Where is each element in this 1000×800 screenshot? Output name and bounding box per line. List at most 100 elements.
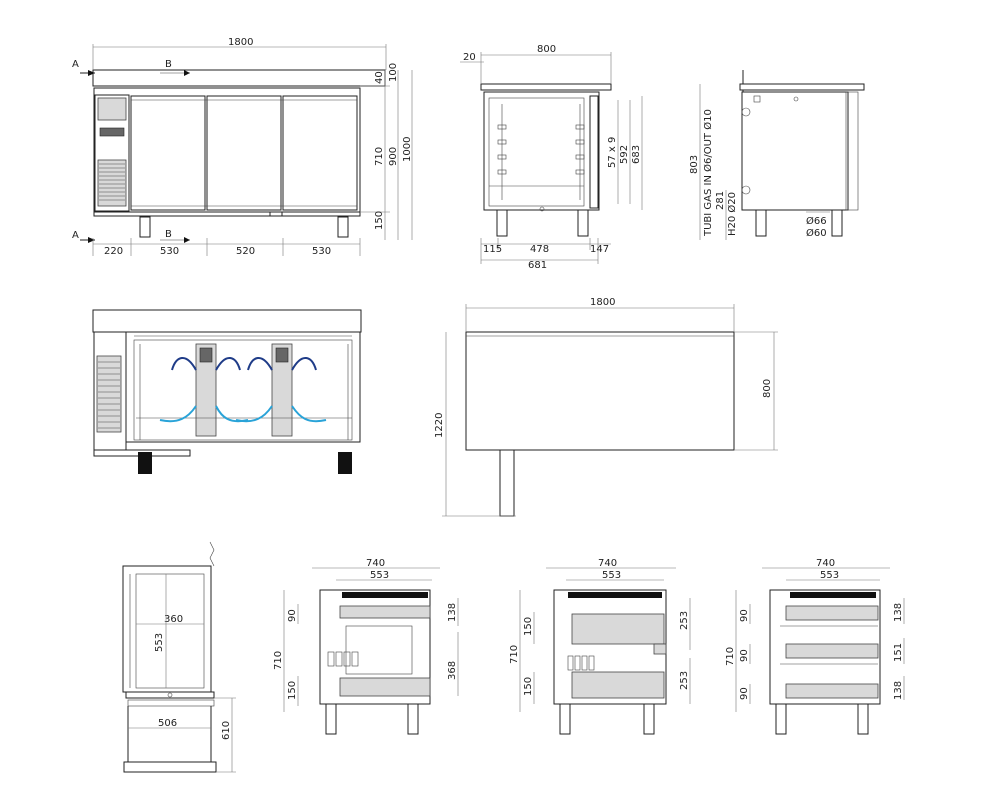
drawer-view-3: 740 553 710 90 90 90 138 151 138: [725, 558, 905, 735]
dv3-gap-2: 90: [739, 649, 750, 662]
front-plinth: [93, 211, 361, 217]
top-view-door-open: [499, 449, 515, 517]
section-marker-a-top: A: [72, 59, 79, 70]
front-control-panel: [99, 127, 125, 137]
dv3-drawer-c: 138: [893, 681, 904, 700]
dv1-top-gap: 90: [287, 609, 298, 622]
front-dim-710: 710: [374, 147, 385, 166]
dv2-top-gap: 150: [523, 617, 534, 636]
front-leg-2: [337, 216, 349, 238]
dv3-outer-width: 740: [816, 558, 835, 569]
front-bottom-220: 220: [104, 246, 123, 257]
connections-view: 803 TUBI GAS IN Ø6/OUT Ø10 281 H20 Ø20 Ø…: [689, 70, 865, 240]
side-bottom-478: 478: [530, 244, 549, 255]
water-connection-icon: [741, 185, 751, 195]
dv2-height: 710: [509, 645, 520, 664]
front-door-3: [282, 95, 358, 211]
dv3-inner-width: 553: [820, 570, 839, 581]
dv2-drawer-top: [571, 613, 665, 645]
airflow-vent: [96, 355, 122, 433]
side-dim-683: 683: [631, 145, 642, 164]
side-section-view: 800 20 57 x 9 592 683 115 478 147 681: [460, 44, 643, 271]
front-bottom-520: 520: [236, 246, 255, 257]
dv3-gap-1: 90: [739, 609, 750, 622]
rear-worktop: [739, 83, 865, 91]
dv3-leg-1: [775, 703, 787, 735]
rear-gas-label: TUBI GAS IN Ø6/OUT Ø10: [702, 109, 714, 237]
dv1-leg-1: [325, 703, 337, 735]
airflow-leg-2: [338, 452, 352, 474]
dv2-outer-width: 740: [598, 558, 617, 569]
top-view-worktop: [465, 331, 735, 451]
dv3-gap-3: 90: [739, 687, 750, 700]
evaporator-fan-1: [199, 347, 213, 363]
dv2-top-gasket: [568, 592, 662, 598]
side-leg-2: [577, 209, 589, 237]
side-bottom-115: 115: [483, 244, 502, 255]
side-interior: [488, 97, 585, 207]
front-dim-40: 40: [374, 71, 385, 84]
rear-dim-281: 281: [715, 191, 726, 210]
rear-dim-803: 803: [689, 155, 700, 174]
side-shelf-rails: [489, 104, 585, 200]
door-body: [122, 565, 212, 693]
dv2-inner-width: 553: [602, 570, 621, 581]
dv1-top-gasket: [342, 592, 428, 598]
dv3-drawer-b: 151: [893, 643, 904, 662]
dv1-drawer-368: 368: [447, 661, 458, 680]
side-leg-1: [496, 209, 508, 237]
front-vent-lines: [99, 163, 125, 201]
rear-leg-2: [831, 209, 843, 237]
dv3-drawer-a: 138: [893, 603, 904, 622]
top-view-width: 1800: [590, 297, 615, 308]
dv2-leg-2: [643, 703, 655, 735]
door-view: 360 553 506 610: [122, 541, 236, 773]
door-drawer-506: 506: [158, 718, 177, 729]
drawer-view-1: 740 553 710 90 150 138 368: [273, 558, 459, 735]
rear-leg-1: [755, 209, 767, 237]
side-door: [589, 95, 599, 209]
side-worktop: [480, 83, 612, 91]
rear-door-edge: [845, 91, 859, 211]
dv3-leg-2: [857, 703, 869, 735]
side-bottom-681: 681: [528, 260, 547, 271]
front-door-1: [130, 95, 206, 211]
door-width-360: 360: [164, 614, 183, 625]
front-leg-1: [139, 216, 151, 238]
door-inner: [135, 573, 205, 689]
dv2-leg-1: [559, 703, 571, 735]
side-dim-592: 592: [619, 145, 630, 164]
door-base: [123, 761, 217, 773]
door-drawer-610: 610: [221, 721, 232, 740]
top-view-total: 1220: [434, 413, 445, 438]
drawer-view-2: 740 553 710 150 150 253 253: [509, 558, 691, 735]
rear-h20-label: H20 Ø20: [726, 192, 738, 236]
front-view: A B A B 1800 40 100 710 900 1000 150 2: [72, 37, 413, 257]
front-foot-block: [269, 211, 283, 217]
rear-body: [741, 91, 849, 211]
airflow-worktop: [92, 309, 362, 333]
section-marker-b-bottom: B: [165, 229, 172, 240]
side-body: [483, 91, 600, 211]
side-dim-57x9: 57 x 9: [607, 137, 618, 168]
dv3-height: 710: [725, 647, 736, 666]
section-marker-b-top: B: [165, 59, 172, 70]
top-view-depth: 800: [762, 379, 773, 398]
airflow-section-view: [92, 309, 362, 474]
airflow-leg-1: [138, 452, 152, 474]
front-dim-1000: 1000: [402, 137, 413, 162]
dv3-drawer-1: [785, 605, 879, 621]
dv2-bottom-gap: 150: [523, 677, 534, 696]
rear-dia-66: Ø66: [806, 215, 827, 227]
front-bottom-530b: 530: [312, 246, 331, 257]
dv3-drawer-3: [785, 683, 879, 699]
door-drawer-front: [125, 691, 215, 699]
dv2-drawer-a: 253: [679, 611, 690, 630]
dv1-height: 710: [273, 651, 284, 670]
front-door-2: [206, 95, 282, 211]
airflow-cabinet: [125, 331, 361, 443]
top-view: 1800 800 1220: [434, 297, 778, 517]
evaporator-fan-2: [275, 347, 289, 363]
door-height-553: 553: [154, 633, 165, 652]
